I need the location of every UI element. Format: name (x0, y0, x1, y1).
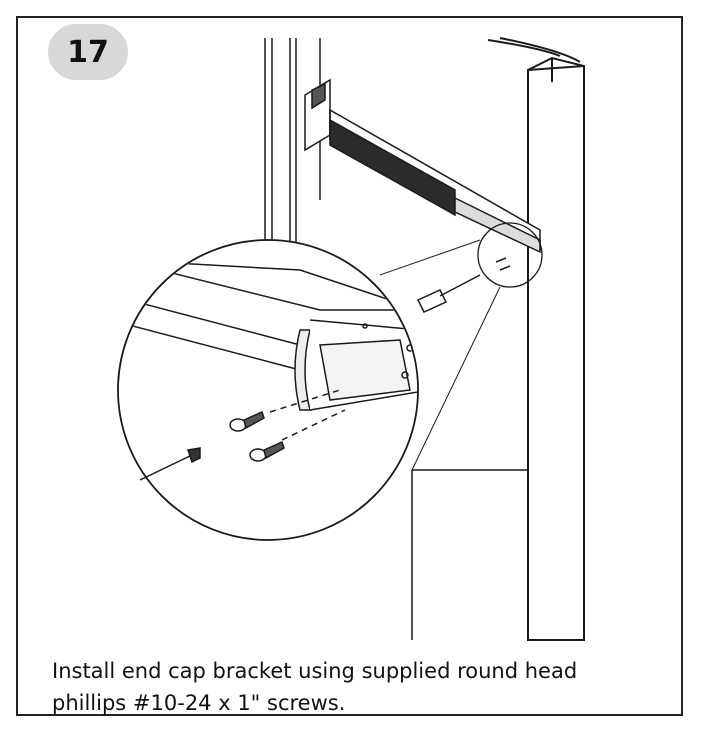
instruction-line-1: Install end cap bracket using supplied r… (52, 659, 578, 683)
door-panel (487, 37, 585, 641)
small-screws (495, 257, 511, 271)
instruction-line-2: phillips #10-24 x 1" screws. (52, 691, 346, 715)
callout-connectors (379, 239, 501, 471)
detail-callout-small (477, 222, 543, 288)
round-head-screw-1 (229, 410, 265, 432)
exit-device-bar (304, 78, 541, 254)
round-head-screw-2 (249, 440, 285, 462)
screwdriver-large (139, 447, 201, 481)
instruction-text: Install end cap bracket using supplied r… (52, 655, 682, 719)
step-number-badge: 17 (48, 24, 128, 80)
screwdriver-small (416, 274, 481, 313)
detail-callout-large (117, 239, 419, 541)
